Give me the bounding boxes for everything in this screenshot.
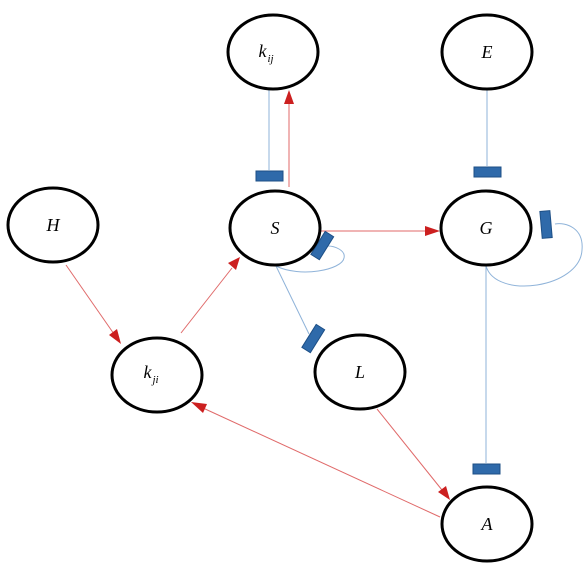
- edge-g-self-inhibition-bar: [539, 210, 553, 239]
- edge-g-self-inhibition: [485, 210, 583, 287]
- node-g-label: G: [480, 218, 493, 238]
- node-s-label: S: [271, 218, 280, 238]
- node-kij-label: k: [258, 41, 267, 61]
- node-g: G: [439, 189, 533, 267]
- edge-h-to-kji: [65, 264, 121, 344]
- edge-s-to-g-arrowhead: [425, 226, 440, 236]
- node-l-label: L: [354, 362, 365, 382]
- edge-a-to-kji: [191, 402, 441, 518]
- edge-g-inhibits-a: [472, 266, 501, 475]
- node-h-label: H: [46, 215, 61, 235]
- node-a: A: [440, 485, 534, 563]
- edge-kji-to-s: [180, 257, 240, 334]
- edge-l-to-a-arrowhead: [438, 486, 450, 500]
- edge-g-inhibits-a-bar: [472, 463, 501, 475]
- edge-a-to-kji-arrowhead: [191, 402, 207, 413]
- svg-text:kji: kji: [143, 362, 158, 386]
- node-kij-subscript: ij: [267, 53, 273, 65]
- node-s: S: [228, 189, 322, 267]
- edge-l-to-a: [376, 408, 450, 500]
- node-a-label: A: [481, 514, 494, 534]
- edge-kij-inhibits-s-bar: [255, 170, 284, 182]
- edge-s-inhibits-l: [275, 265, 326, 354]
- edge-s-to-g: [320, 226, 440, 236]
- node-kji-subscript: ji: [150, 374, 158, 386]
- node-kji-label: k: [143, 362, 152, 382]
- edge-s-inhibits-l-bar: [301, 323, 326, 354]
- node-h: H: [6, 186, 100, 264]
- edge-h-to-kji-arrowhead: [109, 329, 121, 344]
- edge-kij-inhibits-s: [255, 89, 284, 182]
- node-l: L: [313, 333, 407, 411]
- edge-s-to-kij-arrowhead: [284, 90, 294, 104]
- node-kji: kji: [110, 336, 204, 414]
- node-e-label: E: [481, 42, 493, 62]
- node-e: E: [440, 13, 534, 91]
- edge-kji-to-s-arrowhead: [228, 257, 240, 270]
- node-kij: kij: [226, 13, 320, 91]
- edge-e-inhibits-g-bar: [473, 166, 502, 178]
- edge-s-to-kij: [284, 90, 294, 187]
- svg-text:kij: kij: [258, 41, 273, 65]
- edge-e-inhibits-g: [473, 89, 502, 178]
